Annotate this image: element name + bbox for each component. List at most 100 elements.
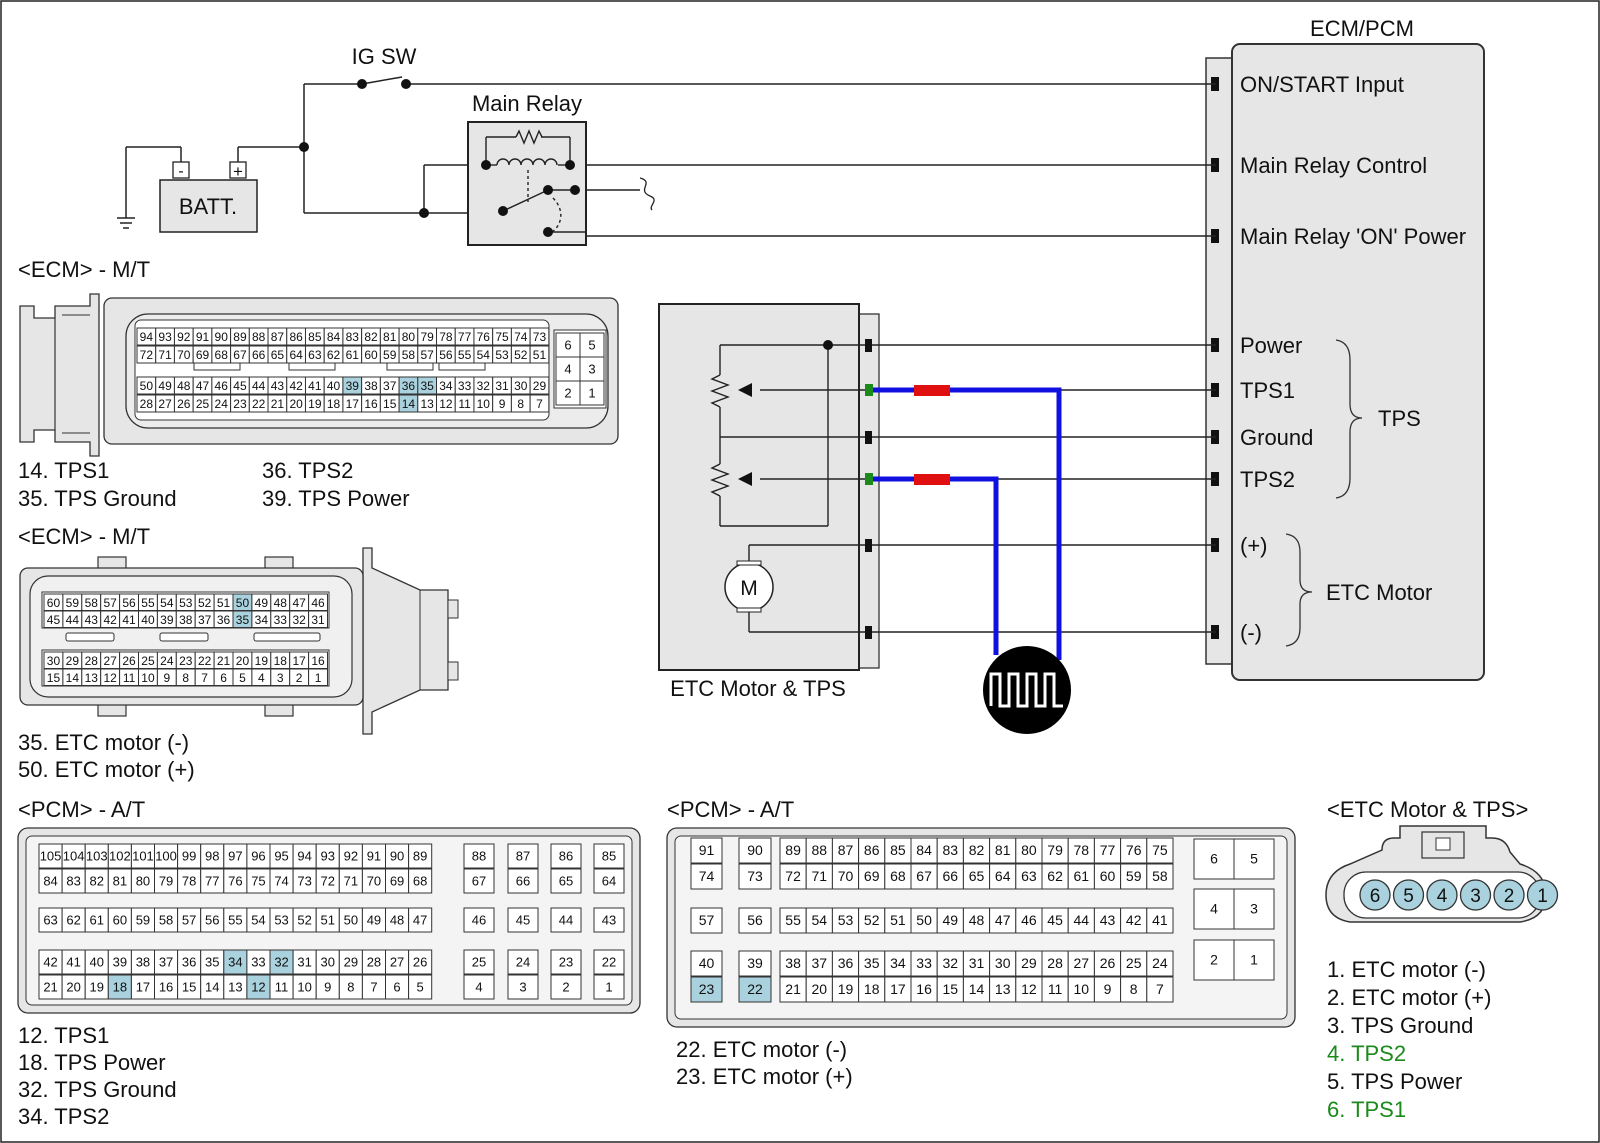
pin-number: 6	[220, 671, 227, 685]
pin-number: 69	[864, 868, 880, 884]
pin-number: 72	[321, 874, 335, 889]
pin-number: 24	[516, 955, 530, 970]
pin-number: 66	[252, 348, 266, 362]
pin-number: 12	[103, 671, 117, 685]
pin-number: 25	[141, 654, 155, 668]
pin-number: 72	[140, 348, 154, 362]
pin-number: 12	[439, 397, 453, 411]
ecm-terminal-label: Main Relay 'ON' Power	[1240, 224, 1466, 249]
pin-number: 35	[420, 379, 434, 393]
connector-pin	[529, 376, 550, 395]
pin-number: 90	[215, 330, 229, 344]
pin-number: 85	[308, 330, 322, 344]
connector-pin	[989, 950, 1017, 977]
pin-number: 16	[311, 654, 325, 668]
connector-pin	[529, 394, 550, 413]
connector-pin	[463, 907, 495, 933]
pin-number: 69	[196, 348, 210, 362]
connector-pin	[910, 837, 938, 864]
connector-pin	[1015, 950, 1043, 977]
pin-number: 101	[132, 849, 154, 864]
pin-number: 13	[228, 980, 242, 995]
pin-number: 91	[196, 330, 210, 344]
pin-number: 16	[159, 980, 173, 995]
connector-pin	[805, 950, 833, 977]
pin-number: 58	[159, 913, 173, 928]
pin-number: 40	[699, 955, 715, 971]
pin-number: 84	[43, 874, 57, 889]
pin-number: 1	[605, 980, 612, 995]
pin-number: 54	[477, 348, 491, 362]
pin-number: 90	[390, 849, 404, 864]
relay-pin	[481, 160, 491, 170]
pin-number: 26	[1100, 955, 1116, 971]
connector-pin	[463, 868, 495, 894]
pin-number: 23	[559, 955, 573, 970]
pin-number: 28	[85, 654, 99, 668]
connector-pin	[593, 949, 625, 975]
pin-number: 13	[85, 671, 99, 685]
pin-number: 86	[289, 330, 303, 344]
pin-number: 78	[439, 330, 453, 344]
ig-switch-contact-right	[401, 79, 411, 89]
connector-pin	[858, 907, 886, 934]
pin-number: 47	[292, 596, 306, 610]
connector3-legend-item: 32. TPS Ground	[18, 1077, 177, 1102]
connector5-legend: 1. ETC motor (-)2. ETC motor (+)3. TPS G…	[1327, 957, 1491, 1122]
connector-pin	[1120, 837, 1148, 864]
pin-number: 3	[588, 362, 595, 377]
pin-number: 7	[370, 980, 377, 995]
connector-pin	[1067, 976, 1095, 1003]
scope-probe-wires	[873, 387, 1062, 660]
connector2-title: <ECM> - M/T	[18, 524, 150, 549]
pin-number: 26	[177, 397, 191, 411]
pin-number: 18	[327, 397, 341, 411]
connector-pin	[507, 868, 539, 894]
pin-number: 15	[943, 981, 959, 997]
pin-number: 39	[160, 613, 174, 627]
pin-number: 22	[252, 397, 266, 411]
connector1-legend-item: 14. TPS1	[18, 458, 109, 483]
etc-connector-strip	[858, 313, 880, 669]
connector-pin	[507, 843, 539, 869]
connector-pin	[593, 974, 625, 1000]
pin-number: 64	[602, 874, 616, 889]
pin-number: 52	[297, 913, 311, 928]
pin-number: 30	[47, 654, 61, 668]
pin-number: 105	[40, 849, 62, 864]
pin-number: 73	[297, 874, 311, 889]
connector-pin	[593, 843, 625, 869]
pin-number: 6	[1210, 851, 1218, 867]
pin-number: 93	[158, 330, 172, 344]
pin-number: 38	[136, 955, 150, 970]
connector-pin	[690, 863, 723, 890]
pin-number: 36	[402, 379, 416, 393]
connector1-legend-item: 35. TPS Ground	[18, 486, 177, 511]
connector-pin	[936, 907, 964, 934]
pin-number: 48	[969, 912, 985, 928]
pin-number: 88	[812, 842, 828, 858]
ecm-pcm-title: ECM/PCM	[1310, 16, 1414, 41]
pin-number: 18	[864, 981, 880, 997]
connector-pin	[989, 863, 1017, 890]
connector-pin	[550, 949, 582, 975]
connector-pin	[805, 907, 833, 934]
connector-pin	[858, 863, 886, 890]
connector4-legend-item: 23. ETC motor (+)	[676, 1064, 853, 1089]
connector-pin	[910, 950, 938, 977]
pin-number: 77	[205, 874, 219, 889]
pin-number: 50	[236, 596, 250, 610]
connector-pin	[550, 868, 582, 894]
pin-number: 27	[390, 955, 404, 970]
battery	[159, 179, 258, 233]
pin-number: 76	[1126, 842, 1142, 858]
pin-number: 65	[969, 868, 985, 884]
pin-number: 40	[90, 955, 104, 970]
pin-number: 29	[66, 654, 80, 668]
pin-number: 11	[123, 671, 136, 685]
pin-number: 51	[890, 912, 906, 928]
ecm-terminal-label: (+)	[1240, 533, 1268, 558]
pin-number: 16	[364, 397, 378, 411]
